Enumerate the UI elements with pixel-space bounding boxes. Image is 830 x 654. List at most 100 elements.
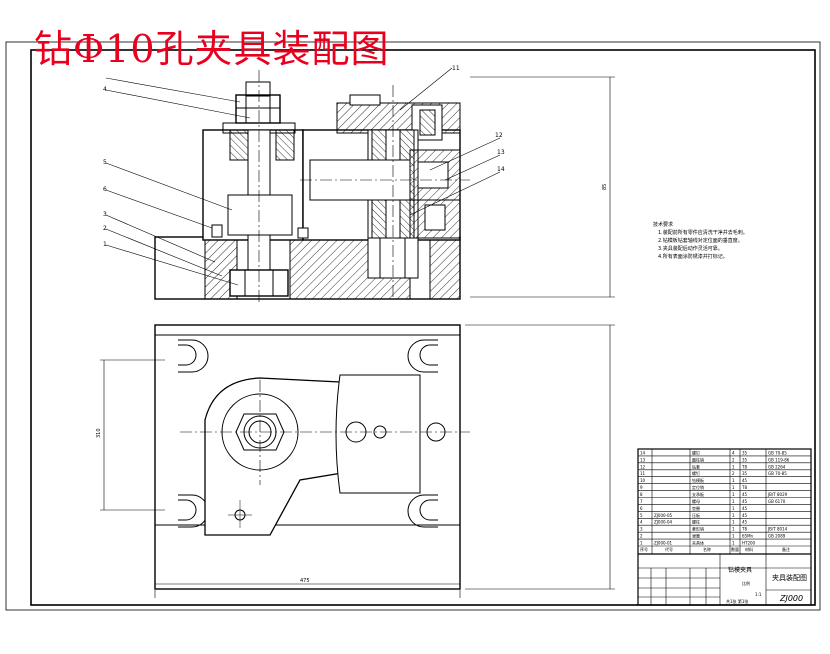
bom-cell-name: 螺钉 bbox=[692, 449, 700, 455]
balloon-6: 6 bbox=[103, 186, 107, 193]
bom-cell-qty: 1 bbox=[732, 492, 735, 497]
balloon-3: 3 bbox=[103, 211, 107, 218]
bom-cell-std: GB 70-85 bbox=[768, 471, 787, 476]
balloon-11: 11 bbox=[452, 65, 460, 72]
bom-cell-name: 夹具体 bbox=[692, 540, 704, 546]
bom-cell-code: ZJ000-04 bbox=[654, 520, 673, 525]
balloon-labels: 11 12 13 14 4 5 6 3 2 1 bbox=[103, 65, 505, 248]
bom-cell-no: 1 bbox=[640, 541, 643, 546]
bom-cell-material: 35 bbox=[742, 450, 748, 455]
bom-cell-code: ZJ000-05 bbox=[654, 513, 673, 518]
balloon-2: 2 bbox=[103, 225, 107, 232]
bom-cell-material: T8 bbox=[741, 485, 747, 490]
bom-cell-no: 7 bbox=[640, 499, 643, 504]
bom-cell-material: 35 bbox=[742, 471, 748, 476]
bom-cell-std: JB/T 8029 bbox=[767, 492, 788, 497]
bom-cell-material: HT200 bbox=[742, 541, 756, 546]
bom-header-name: 名称 bbox=[703, 546, 711, 552]
bom-header: 序号 代号 名称 数量 材料 备注 bbox=[640, 546, 790, 552]
bom-cell-name: 钻模板 bbox=[692, 477, 704, 483]
bom-header-std: 备注 bbox=[782, 546, 790, 552]
bom-cell-std: GB 70-85 bbox=[768, 450, 787, 455]
bom-cell-qty: 4 bbox=[732, 450, 735, 455]
bom-cell-no: 6 bbox=[640, 506, 643, 511]
bom-cell-material: 45 bbox=[742, 513, 748, 518]
balloon-14: 14 bbox=[497, 166, 505, 173]
title-block-school: 钻模夹具 bbox=[728, 566, 752, 574]
bom-cell-no: 10 bbox=[640, 478, 646, 483]
bom-cell-std: JB/T 8014 bbox=[767, 527, 788, 532]
bom-cell-std: GB 2264 bbox=[768, 464, 786, 469]
balloon-4: 4 bbox=[103, 86, 107, 93]
bom-cell-qty: 1 bbox=[732, 485, 735, 490]
title-block-drawing-name: 夹具装配图 bbox=[772, 573, 807, 582]
balloon-12: 12 bbox=[495, 132, 503, 139]
bom-cell-qty: 1 bbox=[732, 527, 735, 532]
bom-cell-name: 螺钉 bbox=[692, 470, 700, 476]
bom-cell-material: T8 bbox=[741, 464, 747, 469]
bom-cell-no: 13 bbox=[640, 457, 646, 462]
bom-cell-material: 45 bbox=[742, 478, 748, 483]
title-block-scale: 1:1 bbox=[755, 592, 762, 597]
bom-cell-material: T8 bbox=[741, 527, 747, 532]
bom-header-material: 材料 bbox=[745, 546, 753, 552]
note-1: 1.装配前所有零件应清洗干净并去毛刺。 bbox=[658, 229, 748, 236]
bom-header-code: 代号 bbox=[665, 546, 673, 552]
bom-cell-name: 菱形销 bbox=[692, 526, 704, 532]
bom-cell-no: 12 bbox=[640, 464, 646, 469]
bom-cell-material: 65Mn bbox=[742, 534, 754, 539]
balloon-1: 1 bbox=[103, 241, 107, 248]
height-dim-text: 85 bbox=[602, 184, 608, 190]
bom-cell-name: 垫圈 bbox=[692, 505, 700, 511]
bom-cell-qty: 1 bbox=[732, 513, 735, 518]
bom-header-qty: 数量 bbox=[731, 546, 739, 552]
bom-cell-name: 圆柱销 bbox=[692, 456, 704, 462]
bom-cell-name: 钻套 bbox=[692, 463, 700, 469]
title-block-sheet: 共1张 第1张 bbox=[726, 598, 748, 604]
bom-cell-no: 8 bbox=[640, 492, 643, 497]
bom-cell-qty: 1 bbox=[732, 541, 735, 546]
bom-cell-name: 支承板 bbox=[692, 491, 704, 497]
title-block-drawing-no: ZJ000 bbox=[779, 594, 803, 603]
depth-dim-text: 310 bbox=[96, 428, 102, 438]
bom-cell-name: 螺柱 bbox=[692, 519, 700, 525]
bom-cell-material: 45 bbox=[742, 506, 748, 511]
height-dimension bbox=[470, 76, 615, 298]
bom-cell-material: 45 bbox=[742, 492, 748, 497]
bom-cell-qty: 1 bbox=[732, 506, 735, 511]
bom-cell-no: 4 bbox=[640, 520, 643, 525]
front-view bbox=[154, 70, 470, 305]
bom-cell-std: GB 6170 bbox=[768, 499, 786, 504]
bom-cell-no: 3 bbox=[640, 527, 643, 532]
bom-cell-name: 定位销 bbox=[692, 484, 704, 490]
note-3: 3.夹具装配后动作灵活可靠。 bbox=[658, 245, 723, 252]
notes-heading: 技术要求 bbox=[653, 221, 673, 228]
bom-cell-code: ZJ000-01 bbox=[654, 541, 673, 546]
bom-table bbox=[637, 448, 812, 606]
title-block-scale-label: 比例 bbox=[742, 580, 750, 586]
bom-cell-qty: 1 bbox=[732, 534, 735, 539]
inner-border bbox=[30, 49, 816, 606]
note-4: 4.所有表面涂防锈漆并打标记。 bbox=[658, 253, 728, 260]
top-view bbox=[154, 324, 470, 590]
leader-lines bbox=[105, 67, 501, 286]
bom-cell-no: 2 bbox=[640, 534, 643, 539]
bom-cell-material: 35 bbox=[742, 457, 748, 462]
bom-cell-material: 45 bbox=[742, 499, 748, 504]
bom-cell-qty: 1 bbox=[732, 478, 735, 483]
bom-cell-material: 45 bbox=[742, 520, 748, 525]
bom-cell-std: GB 2089 bbox=[768, 534, 786, 539]
balloon-13: 13 bbox=[497, 149, 505, 156]
bom-cell-no: 5 bbox=[640, 513, 643, 518]
outer-border bbox=[5, 41, 821, 611]
bom-cell-name: 弹簧 bbox=[692, 533, 700, 539]
bom-cell-std: GB 119-86 bbox=[768, 457, 790, 462]
bom-cell-no: 11 bbox=[640, 471, 646, 476]
balloon-5: 5 bbox=[103, 159, 107, 166]
width-dim-text: 475 bbox=[300, 578, 310, 584]
note-2: 2.钻模板钻套轴线对定位面的垂直度。 bbox=[658, 237, 743, 244]
bom-cell-qty: 1 bbox=[732, 499, 735, 504]
bom-cell-qty: 2 bbox=[732, 457, 735, 462]
